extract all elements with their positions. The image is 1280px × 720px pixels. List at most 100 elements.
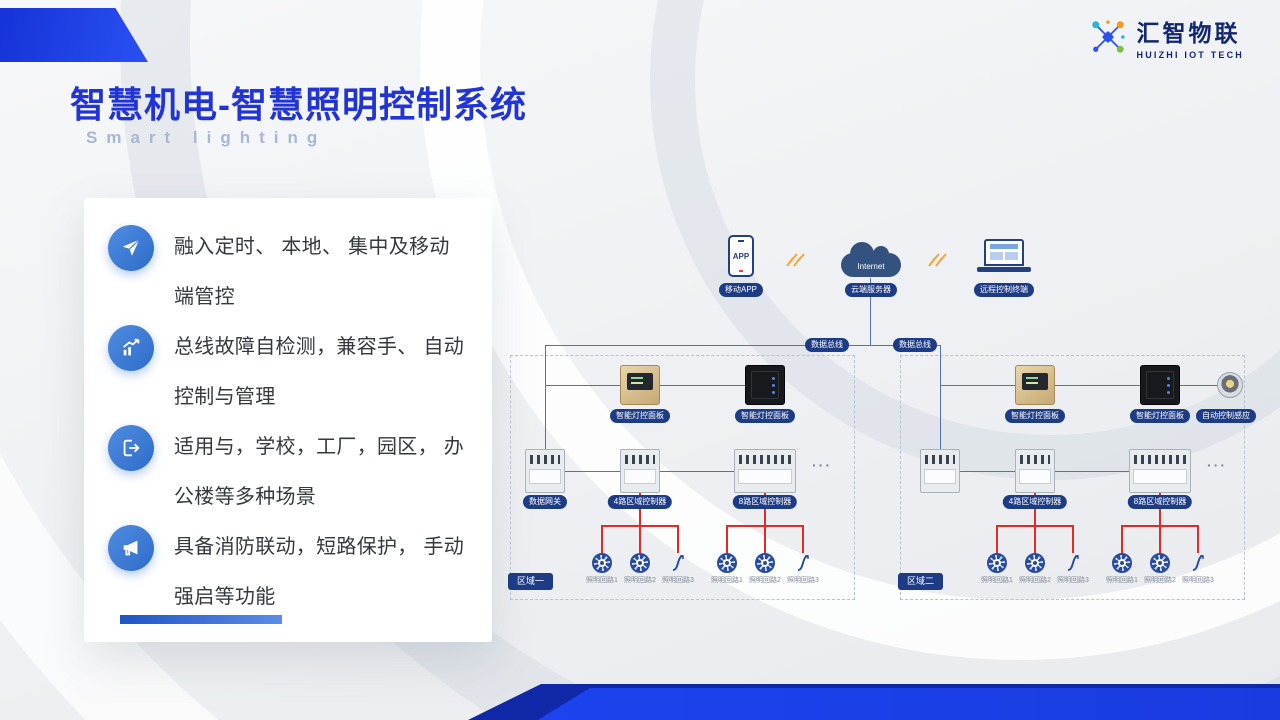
dimmer-icon: [1067, 555, 1079, 571]
controller4-label: 4路区域控制器: [607, 495, 673, 509]
feature-card: 融入定时、 本地、 集中及移动端管控 总线故障自检测，兼容手、 自动控制与管理 …: [84, 198, 492, 642]
more-devices-ellipsis: ···: [812, 457, 832, 473]
internet-cloud-icon: Internet: [841, 242, 901, 277]
lamp-icon: [630, 553, 650, 573]
bottom-ribbon: [538, 688, 1280, 720]
page-title: 智慧机电-智慧照明控制系统: [70, 84, 527, 125]
more-devices-ellipsis: ···: [1207, 457, 1227, 473]
dimmer-icon: [797, 555, 809, 571]
controller8-label: 8路区域控制器: [732, 495, 798, 509]
circuit-label: 照明回路3: [662, 577, 694, 584]
bus-drop-line: [545, 345, 546, 450]
cloud-server-label: 云端服务器: [845, 283, 897, 297]
circuit-label: 照明回路1: [711, 577, 743, 584]
remote-terminal-label: 远程控制终端: [974, 283, 1034, 297]
circuit-label: 照明回路2: [1019, 577, 1051, 584]
circuit-wire: [1072, 525, 1074, 553]
feature-text: 具备消防联动，短路保护， 手动强启等功能: [174, 536, 465, 608]
motion-sensor-icon: [1217, 372, 1243, 398]
feature-item: 具备消防联动，短路保护， 手动强启等功能: [84, 522, 492, 622]
circuit-wire: [764, 525, 766, 553]
gateway-device-icon: [920, 449, 960, 493]
lamp-icon: [755, 553, 775, 573]
circuit-label: 照明回路1: [981, 577, 1013, 584]
controller8-device-icon: [1129, 449, 1191, 493]
feature-item: 适用与，学校，工厂，园区， 办公楼等多种场景: [84, 422, 492, 522]
brand-name: 汇智物联: [1136, 20, 1241, 46]
controller8-label: 8路区域控制器: [1127, 495, 1193, 509]
controller4-device-icon: [1015, 449, 1055, 493]
lamp-icon: [1112, 553, 1132, 573]
circuit-wire: [996, 525, 998, 553]
light-panel-icon: [1140, 365, 1180, 405]
bus-line: [870, 278, 871, 345]
circuit-label: 照明回路3: [1057, 577, 1089, 584]
circuit-wire: [1159, 525, 1161, 553]
feature-text: 适用与，学校，工厂，园区， 办公楼等多种场景: [174, 436, 465, 508]
cloud-text: Internet: [857, 262, 885, 271]
sensor-label: 自动控制感应: [1196, 409, 1256, 423]
trend-chart-icon: [108, 325, 154, 371]
lamp-icon: [592, 553, 612, 573]
mobile-app-label: 移动APP: [718, 283, 764, 297]
light-panel-icon: [1015, 365, 1055, 405]
zone1-box: [510, 355, 855, 600]
feature-item: 总线故障自检测，兼容手、 自动控制与管理: [84, 322, 492, 422]
lightning-icon: [928, 253, 947, 267]
brand-logo: 汇智物联 HUIZHI IOT TECH: [1087, 14, 1245, 60]
architecture-diagram: APP 移动APP Internet 云端服务器 远程控制终端 数据总线 数据总…: [500, 225, 1262, 625]
laptop-base: [977, 267, 1031, 272]
panel1-label: 智能灯控面板: [610, 409, 670, 423]
circuit-wire: [1121, 525, 1123, 553]
circuit-wire: [1197, 525, 1199, 553]
zone2-box: [900, 355, 1245, 600]
circuit-wire: [1034, 525, 1036, 553]
bus-drop-line: [940, 345, 941, 450]
lamp-icon: [1025, 553, 1045, 573]
circuit-label: 照明回路1: [1106, 577, 1138, 584]
gateway-label: 数据网关: [523, 495, 567, 509]
lamp-icon: [717, 553, 737, 573]
circuit-label: 照明回路3: [787, 577, 819, 584]
feature-text: 总线故障自检测，兼容手、 自动控制与管理: [174, 336, 465, 408]
exit-arrow-icon: [108, 425, 154, 471]
panel1-label: 智能灯控面板: [1005, 409, 1065, 423]
dimmer-icon: [1192, 555, 1204, 571]
circuit-wire: [802, 525, 804, 553]
circuit-wire: [726, 525, 728, 553]
circuit-wire: [677, 525, 679, 553]
brand-tagline: HUIZHI IOT TECH: [1136, 50, 1244, 60]
phone-app-text: APP: [732, 251, 750, 261]
circuit-label: 照明回路2: [749, 577, 781, 584]
brand-logo-icon: [1091, 20, 1125, 53]
laptop-screen: [984, 239, 1024, 266]
lightning-icon: [786, 253, 805, 267]
dimmer-icon: [672, 555, 684, 571]
megaphone-icon: [108, 525, 154, 571]
circuit-label: 照明回路2: [1144, 577, 1176, 584]
gateway-device-icon: [525, 449, 565, 493]
paper-plane-icon: [108, 225, 154, 271]
page-subtitle: Smart lighting: [86, 128, 327, 147]
circuit-label: 照明回路2: [624, 577, 656, 584]
bus-line: [545, 345, 870, 346]
mobile-app-icon: APP: [728, 235, 754, 277]
circuit-wire: [601, 525, 603, 553]
panel2-label: 智能灯控面板: [1130, 409, 1190, 423]
controller4-device-icon: [620, 449, 660, 493]
light-panel-icon: [620, 365, 660, 405]
lamp-icon: [987, 553, 1007, 573]
panel2-label: 智能灯控面板: [735, 409, 795, 423]
circuit-wire: [639, 525, 641, 553]
light-panel-icon: [745, 365, 785, 405]
feature-text: 融入定时、 本地、 集中及移动端管控: [174, 236, 450, 308]
lamp-icon: [1150, 553, 1170, 573]
zone2-label: 区域二: [898, 573, 944, 590]
controller8-device-icon: [734, 449, 796, 493]
remote-terminal-icon: [977, 239, 1031, 272]
circuit-label: 照明回路1: [586, 577, 618, 584]
feature-item: 融入定时、 本地、 集中及移动端管控: [84, 222, 492, 322]
panel-bus-line: [940, 385, 1230, 386]
bus-label-right: 数据总线: [893, 338, 937, 352]
